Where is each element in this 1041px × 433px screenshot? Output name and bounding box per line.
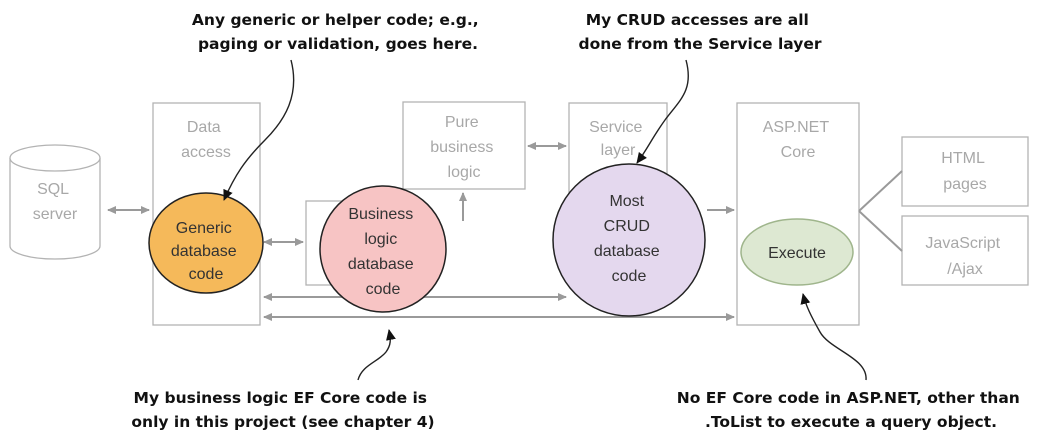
business-logic-database-code-circle: Business logic database code <box>319 185 447 313</box>
svg-text:Most CRUD database: Most CRUD database code <box>594 193 664 285</box>
html-pages-box: HTML pages <box>901 136 1029 207</box>
svg-text:Service layer: Service layer <box>589 119 647 159</box>
aspnet-pointer <box>800 293 867 381</box>
execute-circle: Execute <box>740 218 854 286</box>
svg-text:JavaScript /Ajax: JavaScript /Ajax <box>925 235 1004 278</box>
svg-text:ASP.NET Core: ASP.NET Core <box>763 119 834 161</box>
helper-code-annotation: Any generic or helper code; e.g., paging… <box>192 11 484 53</box>
sql-server-cylinder: SQL server <box>9 144 101 260</box>
aspnet-annotation: No EF Core code in ASP.NET, other than .… <box>677 389 1026 431</box>
business-logic-annotation: My business logic EF Core code is only i… <box>131 389 434 431</box>
svg-text:Execute: Execute <box>768 245 826 262</box>
svg-text:Pure business logi: Pure business logic <box>430 114 498 181</box>
svg-text:SQL server: SQL server <box>33 181 78 223</box>
crud-access-pointer <box>636 59 690 164</box>
svg-text:HTML pages: HTML pages <box>941 150 988 193</box>
svg-text:Generic database c: Generic database code <box>171 220 241 283</box>
aspnet-branch-lines <box>858 170 903 252</box>
helper-code-pointer <box>223 59 295 201</box>
most-crud-database-code-circle: Most CRUD database code <box>552 163 706 317</box>
crud-access-annotation: My CRUD accesses are all done from the S… <box>578 11 821 53</box>
generic-database-code-circle: Generic database code <box>148 192 264 294</box>
svg-text:Data access: Data access <box>181 119 231 161</box>
pure-business-logic-box: Pure business logic <box>402 101 526 190</box>
aspnet-core-layer: ASP.NET Core <box>736 102 860 326</box>
business-logic-pointer <box>357 329 396 381</box>
javascript-ajax-box: JavaScript /Ajax <box>901 215 1029 286</box>
svg-text:Business logic dat: Business logic database code <box>348 206 418 298</box>
